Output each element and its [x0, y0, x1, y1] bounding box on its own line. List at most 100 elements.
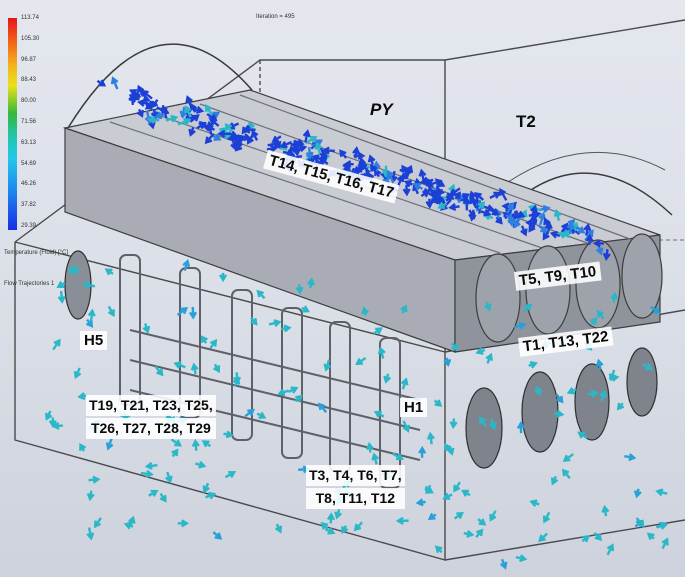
flow-arrow — [484, 301, 492, 312]
flow-arrow — [165, 471, 173, 484]
flow-arrow — [202, 482, 210, 494]
flow-arrow — [86, 527, 95, 541]
flow-arrow — [224, 470, 237, 479]
flow-arrow — [616, 402, 625, 411]
flow-arrow — [383, 373, 392, 384]
flow-arrow — [442, 492, 453, 500]
flow-arrow — [277, 388, 289, 397]
flow-arrow — [209, 118, 220, 127]
flow-arrow — [549, 230, 561, 239]
flow-arrow — [320, 521, 329, 530]
flow-arrow — [305, 147, 314, 160]
flow-arrow — [437, 201, 448, 209]
flow-arrow — [324, 527, 336, 535]
flow-arrow — [205, 120, 214, 135]
flow-arrow — [295, 284, 304, 295]
flow-arrow — [529, 499, 540, 507]
flow-arrow — [93, 517, 102, 529]
upper-cylinders — [475, 233, 663, 343]
flow-arrow — [205, 491, 217, 500]
flow-arrow — [528, 360, 538, 369]
flow-arrow — [395, 516, 409, 525]
flow-arrow — [515, 554, 528, 563]
flow-arrow — [530, 204, 538, 217]
flow-arrow — [339, 149, 348, 159]
flow-arrow — [343, 160, 354, 169]
flow-arrow — [412, 183, 424, 190]
flow-arrow — [85, 318, 94, 328]
flow-arrow — [474, 191, 485, 201]
flow-arrow — [489, 510, 497, 522]
flow-arrow — [355, 356, 367, 366]
flow-arrow — [577, 431, 588, 440]
flow-arrow — [196, 121, 207, 130]
flow-arrow — [542, 231, 550, 241]
flow-arrow — [195, 460, 207, 469]
label-h5: H5 — [80, 331, 108, 350]
label-h1: H1 — [400, 398, 428, 417]
flow-arrow — [469, 196, 478, 209]
flow-arrow — [566, 387, 577, 395]
flow-arrow — [185, 95, 193, 109]
flow-arrow — [71, 265, 79, 275]
flow-arrow — [154, 365, 164, 377]
flow-arrow — [525, 218, 537, 227]
flow-arrow — [610, 291, 619, 303]
flow-arrow — [538, 532, 548, 543]
flow-arrow — [489, 418, 497, 431]
flow-arrow — [293, 144, 308, 153]
flow-arrow — [557, 231, 571, 239]
flow-arrow — [56, 281, 66, 289]
flow-arrow — [537, 224, 548, 234]
flow-arrow — [244, 408, 255, 418]
flow-arrow — [154, 111, 166, 120]
flow-arrow — [435, 179, 446, 187]
flow-arrow — [602, 249, 611, 261]
flow-arrow — [480, 209, 492, 217]
flow-arrow — [77, 392, 88, 401]
flow-arrow — [443, 357, 452, 368]
left-group-line1: T19, T21, T23, T25, — [86, 395, 216, 416]
flow-arrow — [140, 469, 154, 478]
flow-arrow — [485, 352, 493, 364]
flow-arrow — [361, 306, 370, 316]
flow-arrow — [373, 327, 383, 335]
flow-arrow — [176, 306, 189, 316]
flow-arrow — [145, 100, 158, 109]
flow-arrow — [444, 443, 452, 453]
flow-arrow — [159, 492, 167, 503]
left-arch — [67, 43, 253, 129]
legend-tick: 113.74 — [21, 15, 39, 21]
flow-arrow — [144, 461, 158, 470]
flow-arrow — [450, 342, 459, 352]
flow-arrow — [507, 213, 516, 227]
flow-arrow — [415, 498, 426, 507]
flow-arrow — [477, 201, 486, 210]
flow-arrow — [341, 525, 349, 535]
flow-arrow — [446, 192, 455, 201]
flow-arrow — [323, 359, 332, 372]
legend-tick: 46.26 — [21, 181, 37, 188]
flow-arrow — [105, 438, 114, 451]
flow-arrow — [562, 453, 574, 462]
flow-arrow — [211, 133, 222, 141]
flow-arrow — [213, 363, 221, 374]
flow-arrow — [279, 140, 293, 149]
flow-arrow — [88, 475, 101, 484]
flow-arrow — [189, 306, 198, 320]
flow-arrow — [575, 226, 586, 234]
flow-arrow — [146, 115, 160, 124]
flow-arrow — [587, 389, 599, 398]
flow-arrow — [418, 168, 427, 182]
flow-arrow — [237, 133, 252, 142]
flow-arrow — [142, 323, 151, 334]
flow-arrow — [353, 521, 363, 532]
flow-arrow — [334, 509, 343, 520]
flow-arrow — [402, 184, 411, 197]
flow-arrow — [520, 225, 528, 237]
flow-arrow — [433, 399, 443, 407]
flow-arrow — [73, 367, 82, 380]
flow-arrow — [326, 512, 336, 524]
flow-arrow — [499, 558, 508, 570]
